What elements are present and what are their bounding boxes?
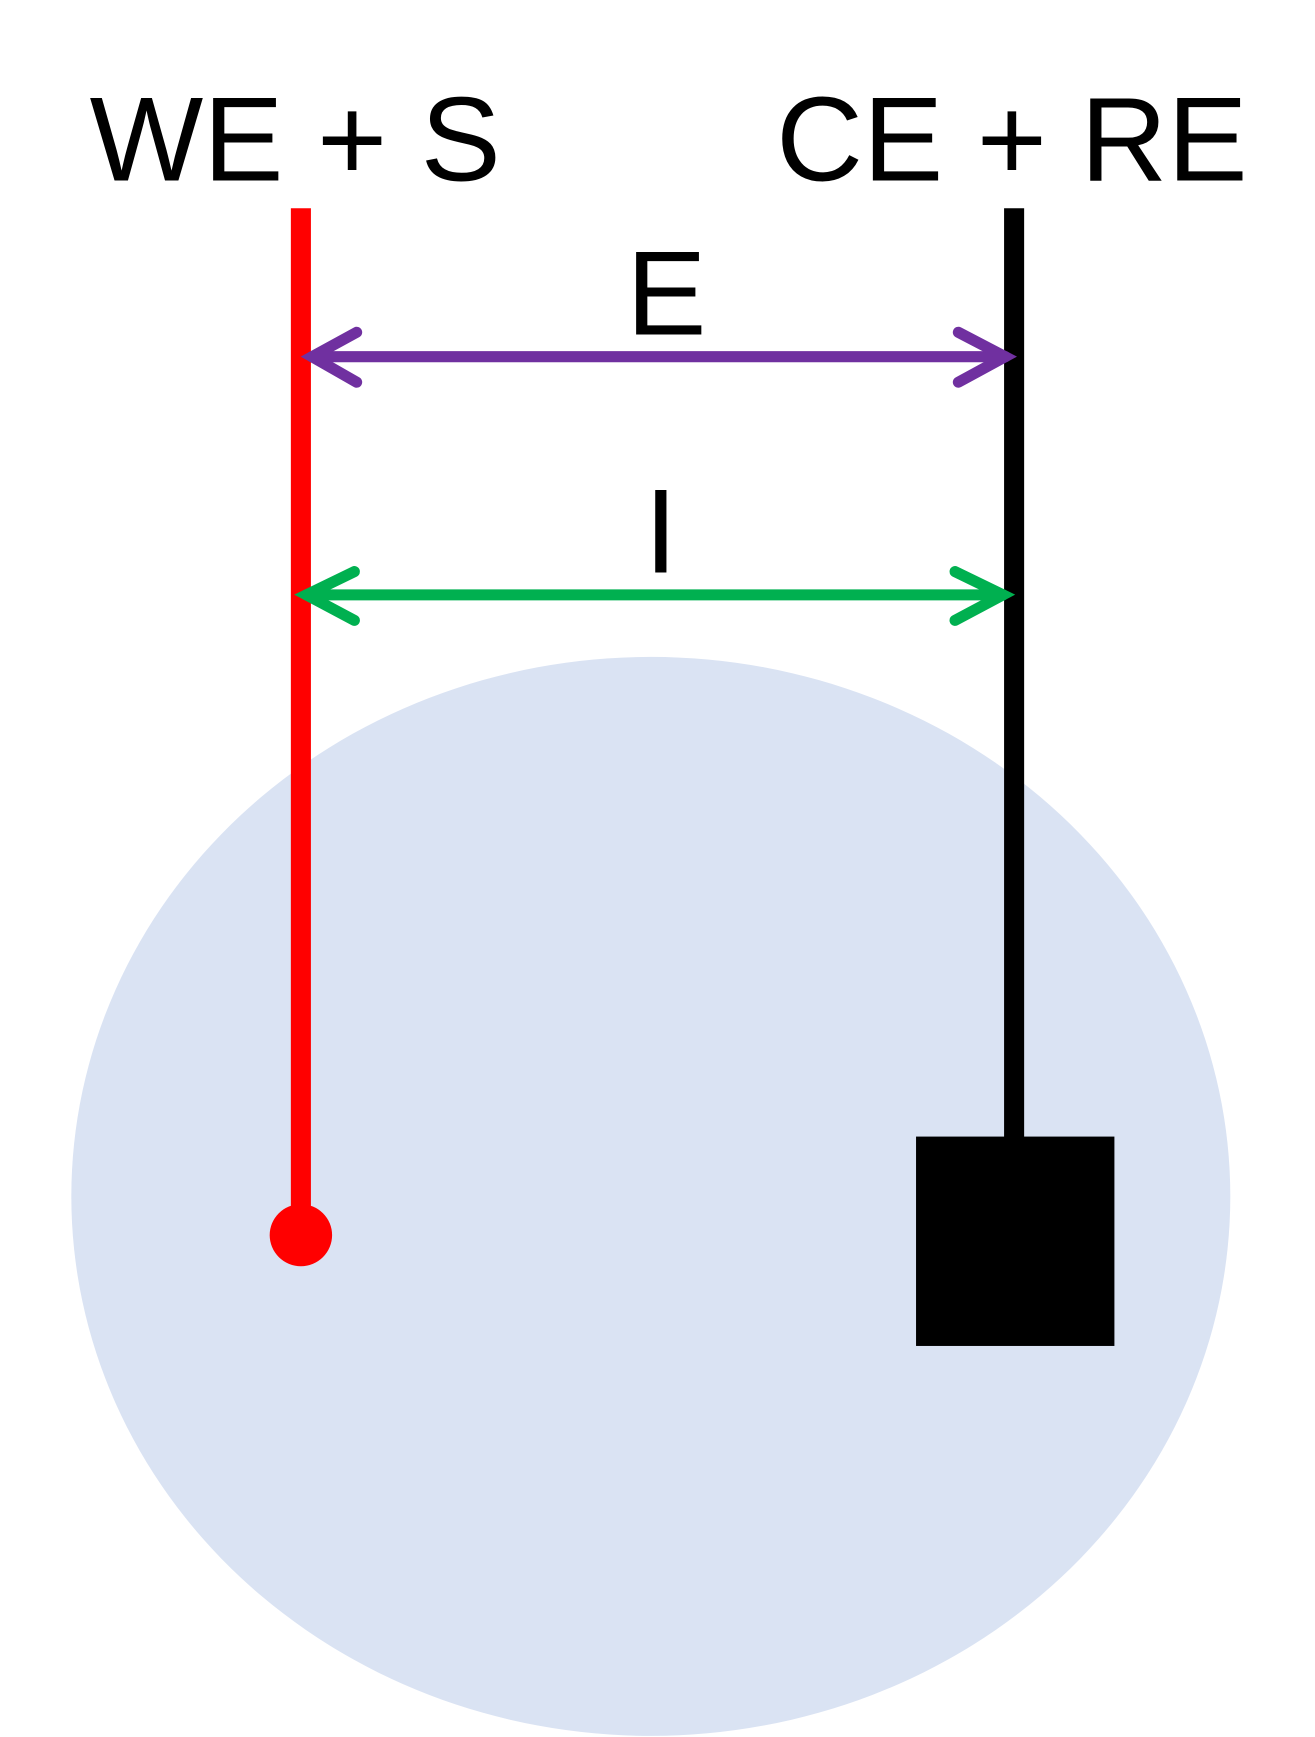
counter-electrode-plate (916, 1136, 1115, 1346)
working-electrode-tip (269, 1204, 333, 1267)
potential-arrow (300, 326, 1017, 388)
current-arrow (294, 566, 1016, 626)
current-label: I (644, 465, 677, 599)
potential-label: E (626, 227, 706, 361)
right-electrode-label: CE + RE (776, 73, 1248, 207)
left-electrode-label: WE + S (90, 73, 501, 207)
solution-region (71, 656, 1231, 1736)
